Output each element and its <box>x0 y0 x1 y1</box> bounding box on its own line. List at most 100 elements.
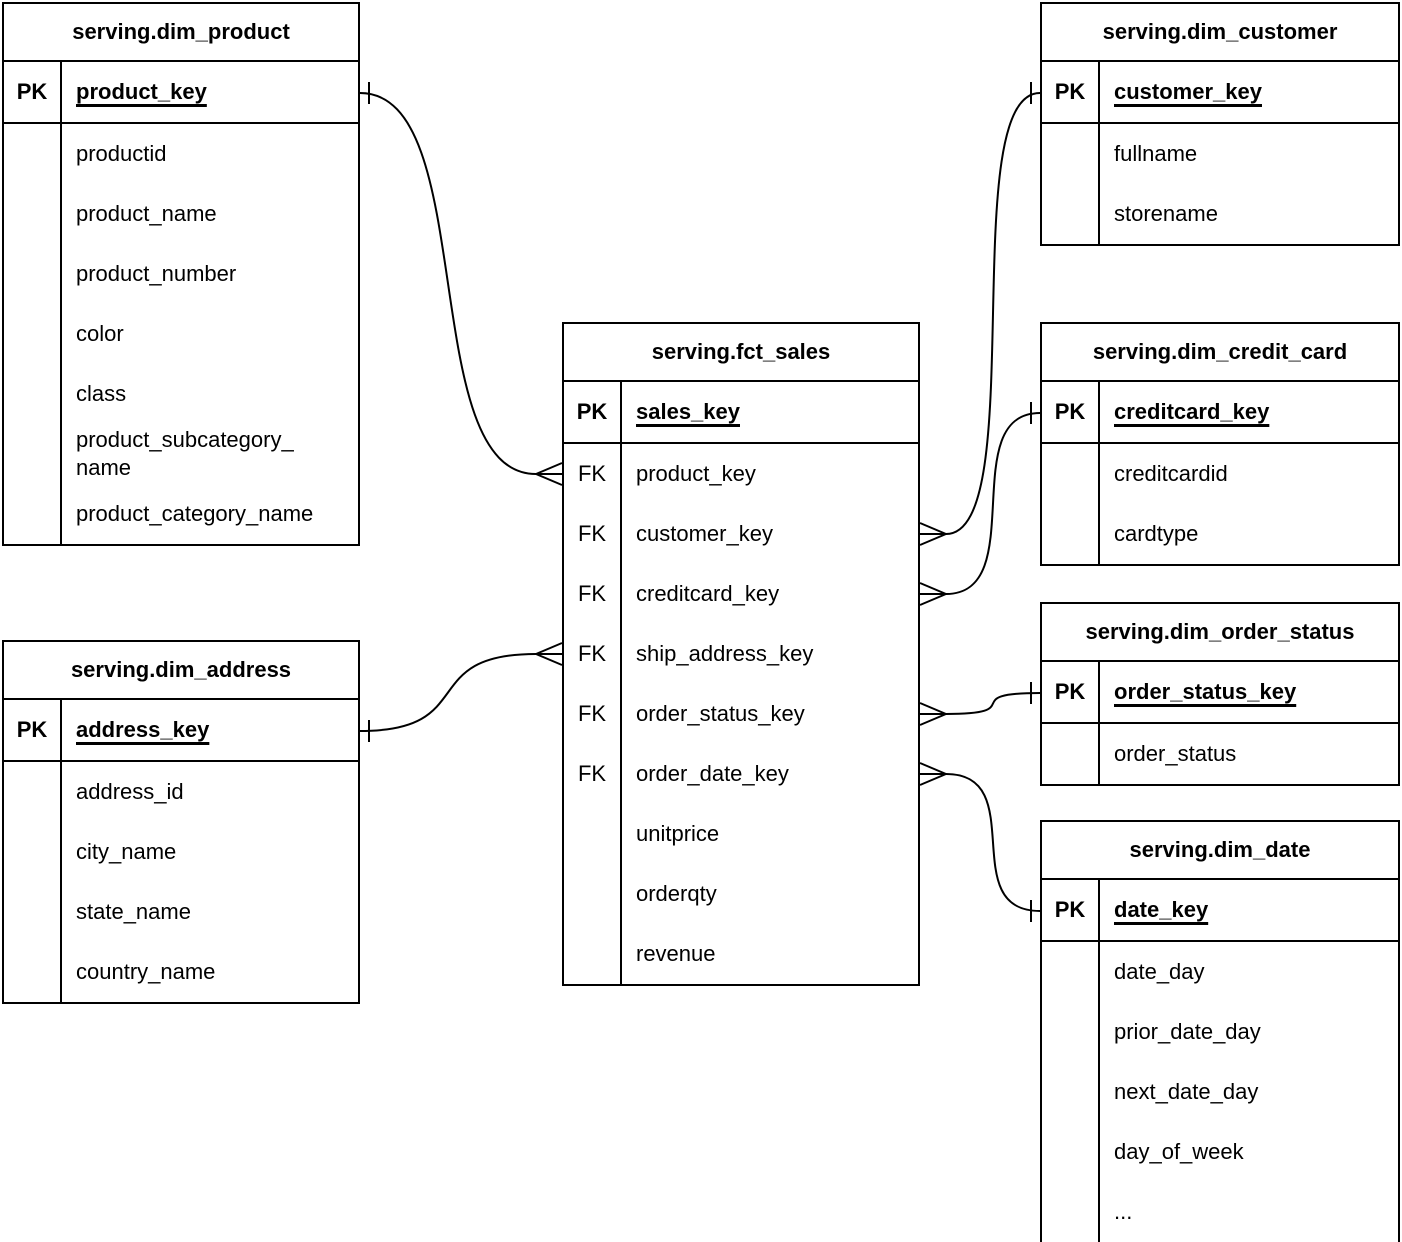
fk-badge: FK <box>564 624 622 684</box>
table-row: FK creditcard_key <box>564 564 918 624</box>
fk-badge: FK <box>564 744 622 804</box>
pk-badge: PK <box>564 382 622 442</box>
table-row: country_name <box>4 942 358 1002</box>
table-row: FK product_key <box>564 444 918 504</box>
field-name: ... <box>1114 1199 1133 1224</box>
badge-cell <box>1042 1002 1100 1062</box>
field-rows: order_status <box>1042 724 1398 784</box>
badge-cell <box>4 184 62 244</box>
table-row: creditcardid <box>1042 444 1398 504</box>
field-name: order_date_key <box>636 761 789 786</box>
table-row: product_subcategory_ name <box>4 424 358 484</box>
field-name: next_date_day <box>1114 1079 1259 1104</box>
field-name: prior_date_day <box>1114 1019 1261 1044</box>
table-title: serving.dim_customer <box>1042 4 1398 62</box>
field-name: creditcard_key <box>636 581 780 606</box>
badge-cell <box>4 244 62 304</box>
table-row: product_number <box>4 244 358 304</box>
field-name: product_name <box>76 201 217 226</box>
primary-key-field: product_key <box>76 79 207 104</box>
field-name: productid <box>76 141 167 166</box>
field-name: class <box>76 381 127 406</box>
table-row: state_name <box>4 882 358 942</box>
table-dim-address: serving.dim_address PK address_key addre… <box>2 640 360 1004</box>
primary-key-field: date_key <box>1114 897 1209 922</box>
table-title: serving.dim_credit_card <box>1042 324 1398 382</box>
table-row: FK customer_key <box>564 504 918 564</box>
table-row: class <box>4 364 358 424</box>
field-name: state_name <box>76 899 191 924</box>
field-name: storename <box>1114 201 1218 226</box>
table-row: address_id <box>4 762 358 822</box>
field-name: customer_key <box>636 521 773 546</box>
badge-cell <box>4 882 62 942</box>
primary-key-field: customer_key <box>1114 79 1262 104</box>
table-dim-credit-card: serving.dim_credit_card PK creditcard_ke… <box>1040 322 1400 566</box>
pk-badge: PK <box>1042 880 1100 940</box>
table-row: product_name <box>4 184 358 244</box>
table-row: ... <box>1042 1182 1398 1242</box>
table-title: serving.dim_address <box>4 642 358 700</box>
field-name: creditcardid <box>1114 461 1228 486</box>
fk-badge: FK <box>564 444 622 504</box>
badge-cell <box>1042 942 1100 1002</box>
field-name: order_status <box>1114 741 1237 766</box>
field-rows: address_id city_name state_name country_nam… <box>4 762 358 1002</box>
badge-cell <box>1042 1122 1100 1182</box>
fk-badge: FK <box>564 504 622 564</box>
table-row: cardtype <box>1042 504 1398 564</box>
badge-cell <box>1042 124 1100 184</box>
badge-cell <box>1042 1182 1100 1242</box>
field-name: product_number <box>76 261 237 286</box>
field-name: address_id <box>76 779 184 804</box>
table-title: serving.dim_product <box>4 4 358 62</box>
table-row: FK order_date_key <box>564 744 918 804</box>
field-rows: creditcardid cardtype <box>1042 444 1398 564</box>
table-dim-customer: serving.dim_customer PK customer_key ful… <box>1040 2 1400 246</box>
table-row: storename <box>1042 184 1398 244</box>
field-name: order_status_key <box>636 701 805 726</box>
table-dim-order-status: serving.dim_order_status PK order_status… <box>1040 602 1400 786</box>
field-name: product_category_name <box>76 501 314 526</box>
primary-key-row: PK creditcard_key <box>1042 382 1398 444</box>
table-row: city_name <box>4 822 358 882</box>
badge-cell <box>564 804 622 864</box>
table-row: color <box>4 304 358 364</box>
field-name: revenue <box>636 941 716 966</box>
fk-badge: FK <box>564 684 622 744</box>
field-name: cardtype <box>1114 521 1199 546</box>
field-name: product_key <box>636 461 756 486</box>
table-row: orderqty <box>564 864 918 924</box>
field-name: ship_address_key <box>636 641 814 666</box>
fk-badge: FK <box>564 564 622 624</box>
badge-cell <box>4 364 62 424</box>
field-name: product_subcategory_ name <box>76 427 294 480</box>
table-row: prior_date_day <box>1042 1002 1398 1062</box>
badge-cell <box>1042 504 1100 564</box>
badge-cell <box>4 484 62 544</box>
primary-key-row: PK date_key <box>1042 880 1398 942</box>
table-row: next_date_day <box>1042 1062 1398 1122</box>
table-row: unitprice <box>564 804 918 864</box>
pk-badge: PK <box>4 62 62 122</box>
badge-cell <box>4 822 62 882</box>
pk-badge: PK <box>1042 382 1100 442</box>
table-row: product_category_name <box>4 484 358 544</box>
table-title: serving.dim_order_status <box>1042 604 1398 662</box>
table-row: FK order_status_key <box>564 684 918 744</box>
field-name: color <box>76 321 124 346</box>
table-title: serving.dim_date <box>1042 822 1398 880</box>
badge-cell <box>4 424 62 484</box>
badge-cell <box>4 124 62 184</box>
badge-cell <box>4 762 62 822</box>
primary-key-row: PK product_key <box>4 62 358 124</box>
primary-key-row: PK order_status_key <box>1042 662 1398 724</box>
badge-cell <box>1042 444 1100 504</box>
